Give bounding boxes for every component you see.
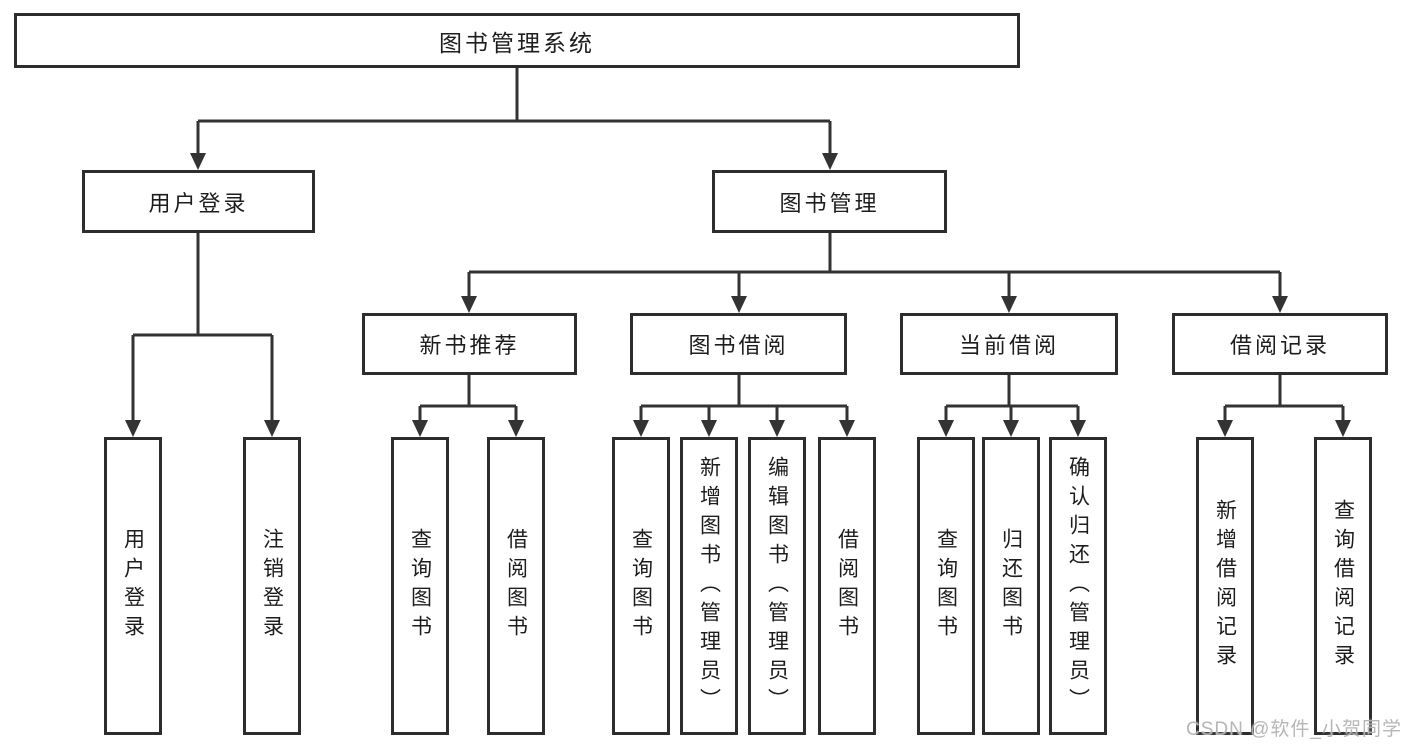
leaf-search-books-current: 查询图书 <box>917 437 975 735</box>
node-label: 新增图书（管理员） <box>697 455 721 717</box>
node-label: 借阅图书 <box>835 528 859 644</box>
node-label: 确认归还（管理员） <box>1066 455 1090 717</box>
node-label: 查询图书 <box>408 528 432 644</box>
node-label: 图书管理系统 <box>439 29 595 56</box>
leaf-borrow-books: 借阅图书 <box>818 437 876 735</box>
node-book-management-branch: 图书管理 <box>712 170 947 233</box>
node-user-login-branch: 用户登录 <box>82 170 315 233</box>
node-label: 借阅记录 <box>1229 333 1330 358</box>
node-label: 查询图书 <box>934 528 958 644</box>
node-label: 新书推荐 <box>419 333 520 358</box>
node-current-borrow: 当前借阅 <box>900 313 1118 375</box>
leaf-add-borrow-record: 新增借阅记录 <box>1196 437 1254 735</box>
csdn-watermark: CSDN @软件_小贺同学 <box>1186 719 1402 740</box>
leaf-user-login: 用户登录 <box>104 437 162 735</box>
leaf-logout: 注销登录 <box>243 437 301 735</box>
leaf-search-books-borrow: 查询图书 <box>612 437 670 735</box>
node-root-system: 图书管理系统 <box>14 13 1020 68</box>
leaf-return-books: 归还图书 <box>982 437 1040 735</box>
node-label: 图书借阅 <box>688 333 789 358</box>
node-label: 图书管理 <box>779 190 880 216</box>
node-book-borrow: 图书借阅 <box>630 313 847 375</box>
node-label: 编辑图书（管理员） <box>765 455 789 717</box>
node-label: 归还图书 <box>999 528 1023 644</box>
leaf-edit-books-admin: 编辑图书（管理员） <box>748 437 806 735</box>
node-label: 注销登录 <box>260 528 284 644</box>
leaf-search-borrow-record: 查询借阅记录 <box>1314 437 1372 735</box>
node-new-book-recommend: 新书推荐 <box>362 313 577 375</box>
leaf-borrow-books-recommend: 借阅图书 <box>487 437 545 735</box>
leaf-confirm-return-admin: 确认归还（管理员） <box>1049 437 1107 735</box>
arrowheads <box>125 153 1351 437</box>
node-borrow-records: 借阅记录 <box>1172 313 1388 375</box>
node-label: 新增借阅记录 <box>1213 499 1237 673</box>
node-label: 查询图书 <box>629 528 653 644</box>
node-label: 用户登录 <box>148 190 249 216</box>
node-label: 借阅图书 <box>504 528 528 644</box>
node-label: 查询借阅记录 <box>1331 499 1355 673</box>
node-label: 当前借阅 <box>958 333 1059 358</box>
leaf-search-books-recommend: 查询图书 <box>391 437 449 735</box>
leaf-add-books-admin: 新增图书（管理员） <box>680 437 738 735</box>
node-label: 用户登录 <box>121 528 145 644</box>
